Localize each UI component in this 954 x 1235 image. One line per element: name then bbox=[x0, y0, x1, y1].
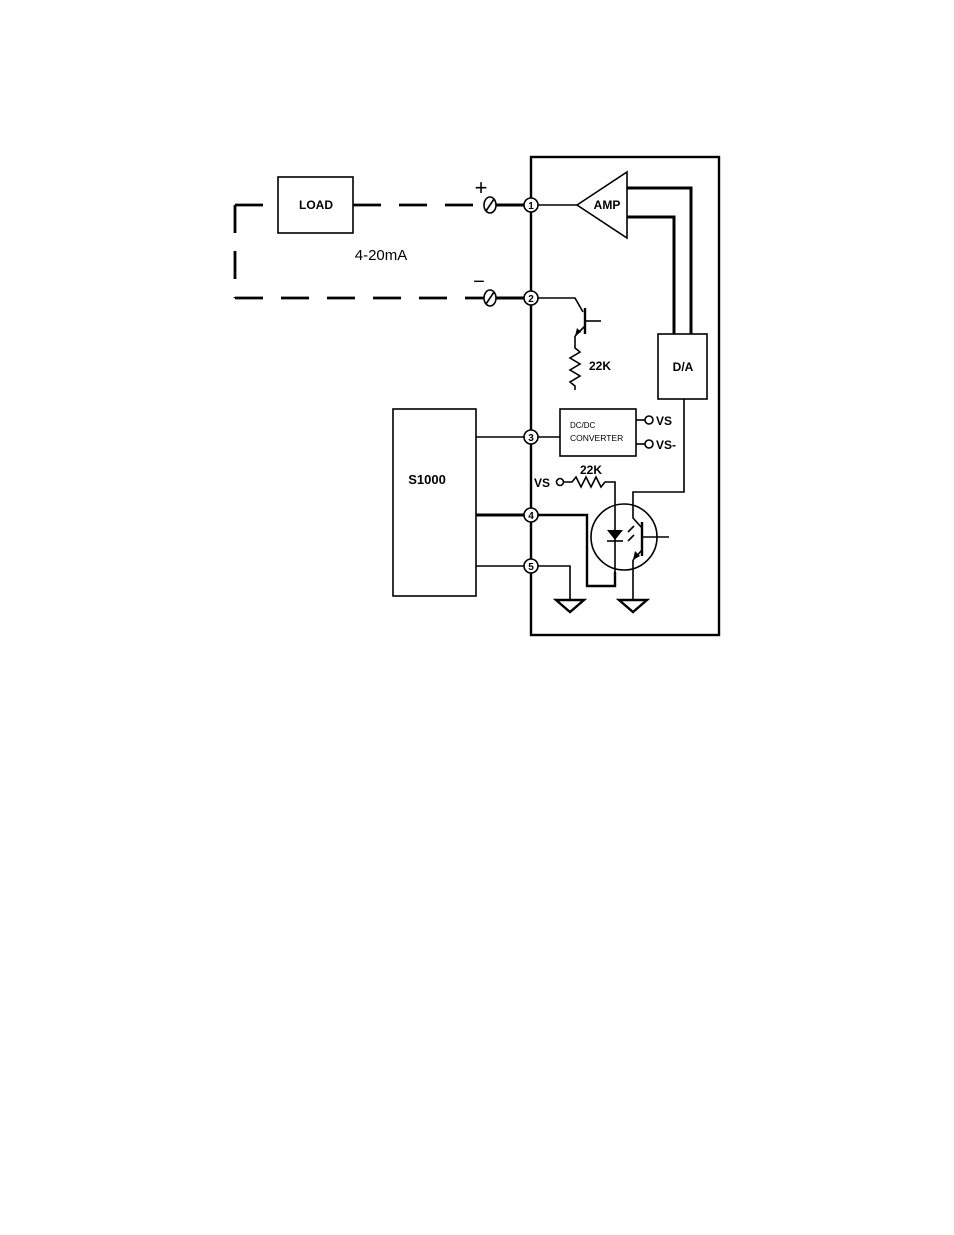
connector-minus-symbol bbox=[484, 290, 496, 306]
svg-text:4: 4 bbox=[528, 511, 534, 522]
vs-plus-label: VS bbox=[656, 414, 672, 428]
svg-text:3: 3 bbox=[528, 433, 534, 444]
ground-symbol-right bbox=[619, 600, 647, 612]
vs-input-label: VS bbox=[534, 476, 550, 490]
resistor-upper-label: 22K bbox=[589, 359, 611, 373]
s1000-label: S1000 bbox=[408, 472, 446, 487]
vs-minus-label: VS- bbox=[656, 438, 676, 452]
dcdc-label-line2: CONVERTER bbox=[570, 433, 623, 443]
loop-current-label: 4-20mA bbox=[355, 247, 408, 264]
optocoupler-led bbox=[607, 500, 634, 572]
s1000-wiring bbox=[476, 437, 524, 566]
vs-input-terminal bbox=[557, 479, 564, 486]
terminal-4-led-wire bbox=[538, 515, 615, 586]
resistor-lower-label: 22K bbox=[580, 463, 602, 477]
resistor-lower bbox=[564, 477, 615, 500]
terminal-3: 3 bbox=[524, 430, 538, 444]
amp-da-wiring bbox=[627, 188, 691, 334]
svg-text:2: 2 bbox=[528, 294, 534, 305]
vs-plus-output: VS bbox=[636, 414, 672, 428]
load-label: LOAD bbox=[299, 198, 333, 212]
plus-sign: + bbox=[475, 175, 488, 200]
svg-text:1: 1 bbox=[528, 201, 534, 212]
optocoupler-transistor bbox=[633, 399, 684, 600]
s1000-box bbox=[393, 409, 476, 596]
terminal-4: 4 bbox=[524, 508, 538, 522]
terminal-5-ground-wire bbox=[538, 566, 570, 600]
terminal-2: 2 bbox=[524, 291, 538, 305]
transistor-symbol bbox=[538, 298, 601, 344]
dcdc-label-line1: DC/DC bbox=[570, 421, 596, 430]
svg-text:5: 5 bbox=[528, 562, 534, 573]
da-label: D/A bbox=[673, 360, 694, 374]
ground-symbol-left bbox=[556, 600, 584, 612]
connector-plus-symbol bbox=[484, 197, 496, 213]
vs-minus-output: VS- bbox=[636, 438, 676, 452]
terminal-1: 1 bbox=[524, 198, 538, 212]
resistor-upper bbox=[570, 344, 580, 390]
amplifier: AMP bbox=[538, 172, 627, 238]
minus-sign: − bbox=[473, 271, 485, 293]
amp-label: AMP bbox=[594, 198, 621, 212]
terminal-5: 5 bbox=[524, 559, 538, 573]
